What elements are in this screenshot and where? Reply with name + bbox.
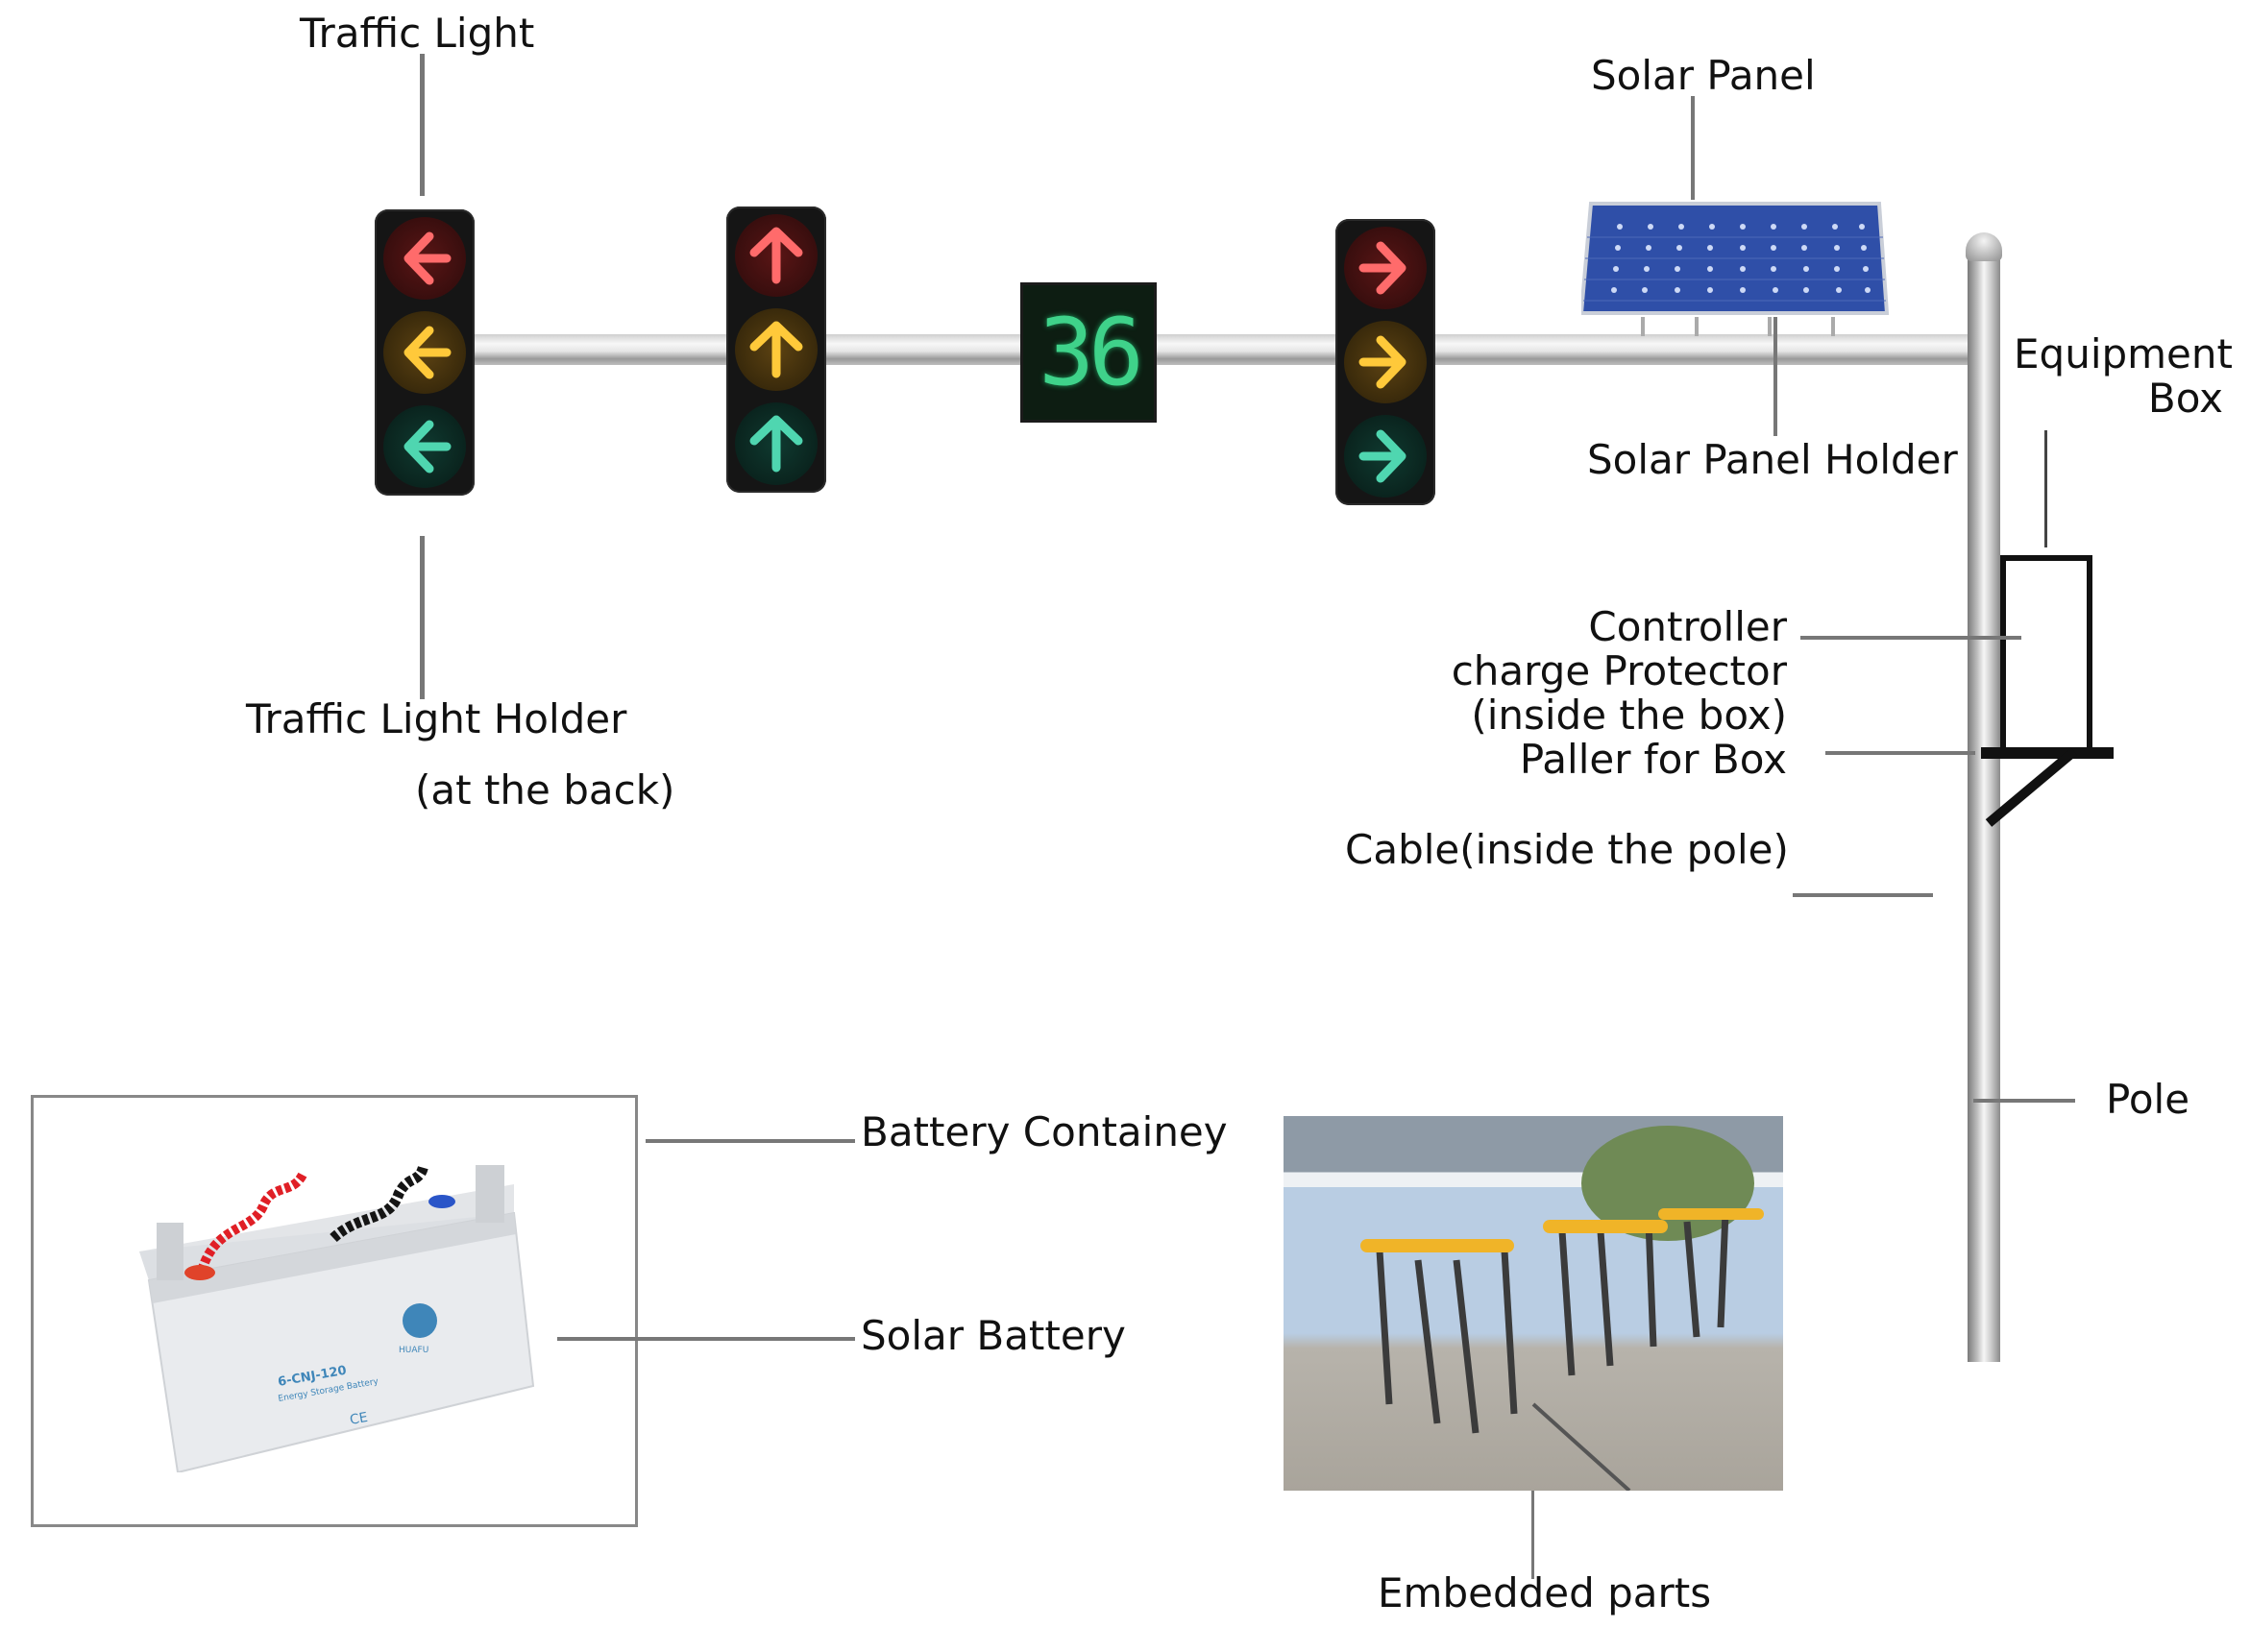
lamp-red-left: [383, 217, 466, 300]
label-controller-line3: (inside the box): [1471, 692, 1787, 739]
pole: [1968, 244, 2000, 1362]
label-solar-battery: Solar Battery: [861, 1312, 1126, 1359]
label-traffic-light-holder: Traffic Light Holder: [246, 695, 627, 742]
countdown-value: 36: [1039, 299, 1144, 406]
arrow-right-icon: [1358, 241, 1406, 295]
leader-traffic-light-holder: [420, 536, 425, 699]
label-controller-line2: charge Protector: [1451, 647, 1787, 694]
leader-solar-battery: [557, 1337, 855, 1341]
label-paller-for-box: Paller for Box: [1519, 736, 1787, 783]
label-equipment-box: Equipment Box: [2014, 330, 2233, 422]
box-shelf: [1981, 747, 2114, 759]
leader-pole: [1973, 1099, 2075, 1103]
lamp-green-right: [1344, 415, 1427, 498]
signal-right-turn: [1335, 219, 1435, 505]
leader-battery-container: [646, 1139, 855, 1143]
rebar-cages: [1360, 1126, 1764, 1491]
leader-equipment-box: [2044, 430, 2047, 547]
lamp-green-up: [735, 402, 818, 485]
solar-panel-strut: [1768, 317, 1772, 336]
pole-cap: [1966, 232, 2002, 261]
lamp-green-left: [383, 405, 466, 488]
lamp-red-right: [1344, 227, 1427, 309]
label-battery-container: Battery Containey: [861, 1108, 1228, 1155]
embedded-parts-image: [1284, 1116, 1783, 1491]
lamp-yellow-left: [383, 311, 466, 394]
leader-solar-panel: [1691, 96, 1695, 200]
arrow-right-icon: [1358, 335, 1406, 389]
arrow-left-icon: [404, 420, 452, 474]
solar-panel-strut: [1695, 317, 1699, 336]
lamp-yellow-right: [1344, 321, 1427, 403]
countdown-display: 36: [1020, 282, 1157, 423]
label-solar-panel-holder: Solar Panel Holder: [1587, 436, 1958, 483]
solar-battery-image: HUAFU 6-CNJ-120 Energy Storage Battery C…: [139, 1163, 535, 1472]
solar-panel-strut: [1641, 317, 1645, 336]
lamp-red-up: [735, 214, 818, 297]
arrow-left-icon: [404, 231, 452, 285]
solar-panel: [1581, 202, 1890, 315]
arrow-up-icon: [749, 415, 803, 473]
label-traffic-light: Traffic Light: [300, 10, 535, 57]
leader-traffic-light: [420, 54, 425, 196]
label-embedded-parts: Embedded parts: [1378, 1569, 1712, 1616]
label-traffic-light-holder-note: (at the back): [415, 766, 675, 814]
arrow-up-icon: [749, 227, 803, 284]
label-equipment-box-line2: Box: [2147, 375, 2223, 422]
lamp-yellow-up: [735, 308, 818, 391]
label-controller-line1: Controller: [1588, 603, 1787, 650]
leader-paller-for-box: [1825, 751, 1975, 755]
leader-cable: [1793, 893, 1933, 897]
leader-solar-panel-holder: [1773, 317, 1777, 436]
label-controller: Controller charge Protector (inside the …: [1383, 605, 1787, 782]
signal-straight: [726, 206, 826, 493]
cross-arm: [471, 334, 1979, 365]
battery-brand: HUAFU: [399, 1346, 428, 1355]
arrow-up-icon: [749, 321, 803, 378]
equipment-box: [2000, 555, 2092, 755]
label-cable: Cable(inside the pole): [1345, 826, 1789, 873]
label-solar-panel: Solar Panel: [1591, 52, 1816, 99]
label-pole: Pole: [2106, 1076, 2190, 1123]
signal-left-turn: [375, 209, 475, 496]
label-equipment-box-line1: Equipment: [2014, 330, 2233, 377]
arrow-right-icon: [1358, 429, 1406, 483]
ce-mark: CE: [349, 1410, 369, 1428]
battery-container: HUAFU 6-CNJ-120 Energy Storage Battery C…: [31, 1095, 638, 1527]
leader-embedded-parts: [1531, 1491, 1534, 1579]
solar-panel-strut: [1831, 317, 1835, 336]
leader-controller: [1800, 636, 2021, 640]
arrow-left-icon: [404, 326, 452, 379]
